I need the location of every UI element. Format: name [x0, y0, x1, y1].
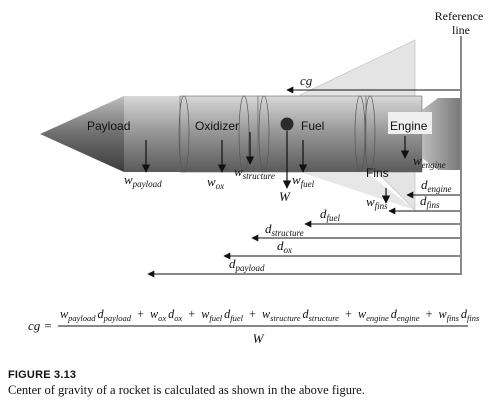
- d-engine-label: dengine: [421, 177, 452, 194]
- w-total-label: W: [279, 189, 291, 204]
- equation-denominator: W: [253, 331, 265, 346]
- w-ox-label: wox: [207, 174, 224, 191]
- figure-caption: Center of gravity of a rocket is calcula…: [8, 383, 365, 397]
- reference-label-line2: line: [452, 23, 470, 37]
- d-structure-label: dstructure: [265, 221, 304, 238]
- d-payload-label: dpayload: [229, 256, 265, 273]
- oxidizer-tank: [179, 95, 259, 173]
- reference-label-line1: Reference: [435, 9, 484, 23]
- figure-title: FIGURE 3.13: [8, 369, 77, 381]
- oxidizer-tank-left-end: [178, 95, 190, 173]
- w-payload-label: wpayload: [124, 172, 162, 189]
- fuel-tank-left-end: [258, 95, 270, 173]
- equation-lhs: cg =: [28, 318, 52, 333]
- engine-label: Engine: [390, 119, 428, 133]
- d-fuel-label: dfuel: [320, 206, 340, 223]
- cg-dot: [280, 117, 294, 131]
- oxidizer-tank-right-end: [238, 95, 250, 173]
- w-fuel-label: wfuel: [292, 172, 315, 189]
- w-fins-label: wfins: [366, 194, 388, 211]
- fuel-label: Fuel: [301, 119, 324, 133]
- engine-left-end: [364, 95, 376, 173]
- d-fins-label: dfins: [420, 193, 440, 210]
- nose-cone: [40, 96, 124, 172]
- fins-label: Fins: [366, 166, 389, 180]
- w-structure-label: wstructure: [234, 164, 275, 181]
- oxidizer-label: Oxidizer: [195, 119, 239, 133]
- payload-section: [124, 96, 180, 172]
- w-engine-label: wengine: [413, 153, 446, 170]
- fuel-tank: [257, 95, 367, 173]
- cg-label: cg: [300, 73, 313, 88]
- engine-label-box: [388, 112, 432, 134]
- payload-label: Payload: [87, 119, 130, 133]
- d-ox-label: dox: [277, 238, 292, 255]
